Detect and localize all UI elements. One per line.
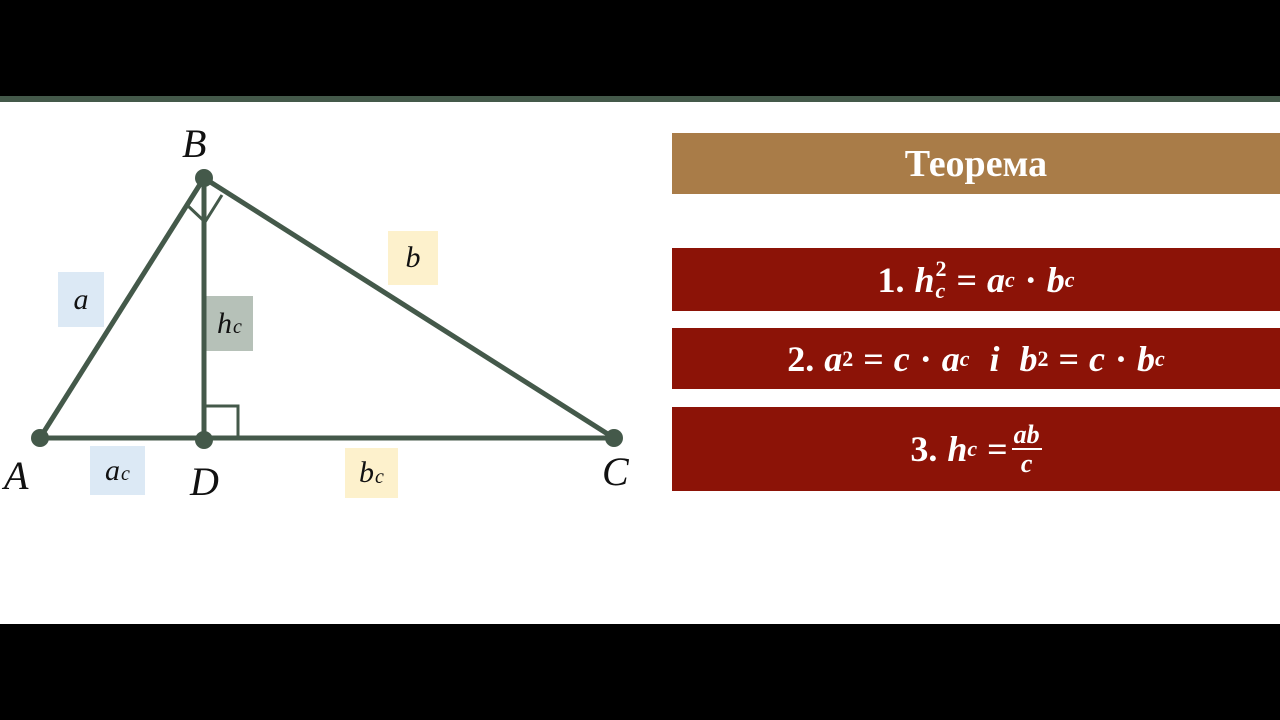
side-ab <box>37 176 207 440</box>
formula-3-denominator: c <box>1020 449 1033 478</box>
formula-3-numerator: ab <box>1011 419 1042 450</box>
point-label-b: B <box>182 121 207 166</box>
side-bc-text: b <box>359 456 375 489</box>
formula-2-dot: · <box>919 338 932 379</box>
formula-2-c2: c <box>1089 338 1105 379</box>
side-a-label-bg <box>58 272 104 327</box>
side-bc-label-bg <box>345 448 398 498</box>
point-label-c: C <box>602 449 629 494</box>
formula-2-a: a <box>824 338 843 379</box>
side-hc-label-bg <box>206 296 253 351</box>
formula-2-eq2: = <box>1058 338 1080 379</box>
side-bc <box>202 175 616 441</box>
formula-3-eq: = <box>987 429 1008 469</box>
side-b-text: b <box>405 241 421 274</box>
point-label-d: D <box>190 459 219 504</box>
formula-3-fraction: ab c <box>1011 419 1042 478</box>
side-a-label: a <box>58 272 104 327</box>
formula-1-h: h <box>914 259 935 300</box>
formula-2-dot2: · <box>1115 338 1128 379</box>
formula-2-ac-sub: c <box>959 345 970 371</box>
point-label-a: A <box>4 453 29 498</box>
formula-2-ac: a <box>941 338 960 379</box>
vertex-c <box>605 429 623 447</box>
side-ac-sub: c <box>121 463 130 485</box>
right-angle-d <box>204 404 240 438</box>
formula-1-b: b <box>1046 259 1065 300</box>
formula-2-bc: b <box>1137 338 1156 379</box>
formula-2-conj: i <box>989 338 1000 379</box>
right-angle-b <box>185 194 224 225</box>
vertex-b <box>195 169 213 187</box>
side-b-label: b <box>388 231 438 285</box>
formula-1-dot: · <box>1024 259 1037 300</box>
side-ac-label-bg <box>90 446 145 495</box>
formula-2-eq: = <box>863 338 884 379</box>
side-hc-text: h <box>217 306 233 340</box>
formula-1-number: 1. <box>877 259 905 300</box>
side-ac-text: a <box>105 453 121 487</box>
formula-3-h: h <box>947 429 968 469</box>
formula-1-a: a <box>987 259 1005 300</box>
formula-1-sub: c <box>935 277 946 303</box>
formula-1-b-sub: c <box>1064 266 1075 292</box>
formula-2-bc-sub: c <box>1155 345 1165 371</box>
formula-1-sup: 2 <box>935 255 947 281</box>
side-a-text: a <box>73 282 89 316</box>
vertex-a <box>31 429 49 447</box>
formula-1-a-sub: c <box>1005 266 1015 292</box>
side-hc-sub: c <box>233 316 242 338</box>
vertex-d <box>195 431 213 449</box>
side-b-label-bg <box>388 231 438 285</box>
formula-2-c: c <box>893 338 910 379</box>
formula-1-eq: = <box>956 259 977 300</box>
formula-3-h-sub: c <box>967 436 978 461</box>
top-rule <box>0 96 1280 102</box>
side-bc-sub: c <box>375 465 384 488</box>
theorem-title: Теорема <box>672 133 1280 194</box>
formula-3-number: 3. <box>910 429 938 469</box>
triangle-diagram <box>31 169 623 498</box>
formula-2-b: b <box>1019 338 1038 379</box>
formula-2-number: 2. <box>787 338 815 379</box>
